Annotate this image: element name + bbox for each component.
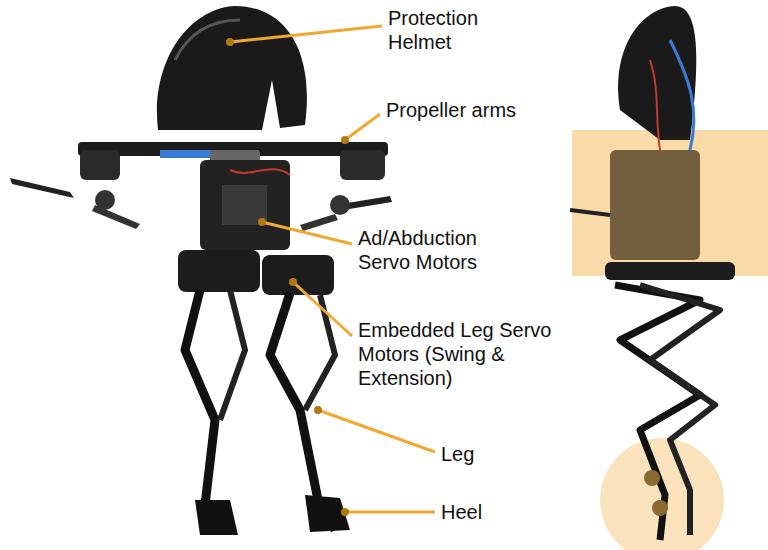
body-highlight — [572, 130, 768, 276]
part-label: Leg — [441, 442, 561, 466]
leader-dots — [226, 38, 349, 516]
part-label: Heel — [441, 500, 561, 524]
part-label: Ad/Abduction Servo Motors — [358, 226, 508, 274]
part-label: Propeller arms — [386, 98, 586, 122]
part-label: Protection Helmet — [388, 6, 498, 54]
front-robot — [10, 6, 392, 535]
part-label: Embedded Leg Servo Motors (Swing & Exten… — [358, 318, 598, 390]
side-robot — [570, 6, 735, 540]
